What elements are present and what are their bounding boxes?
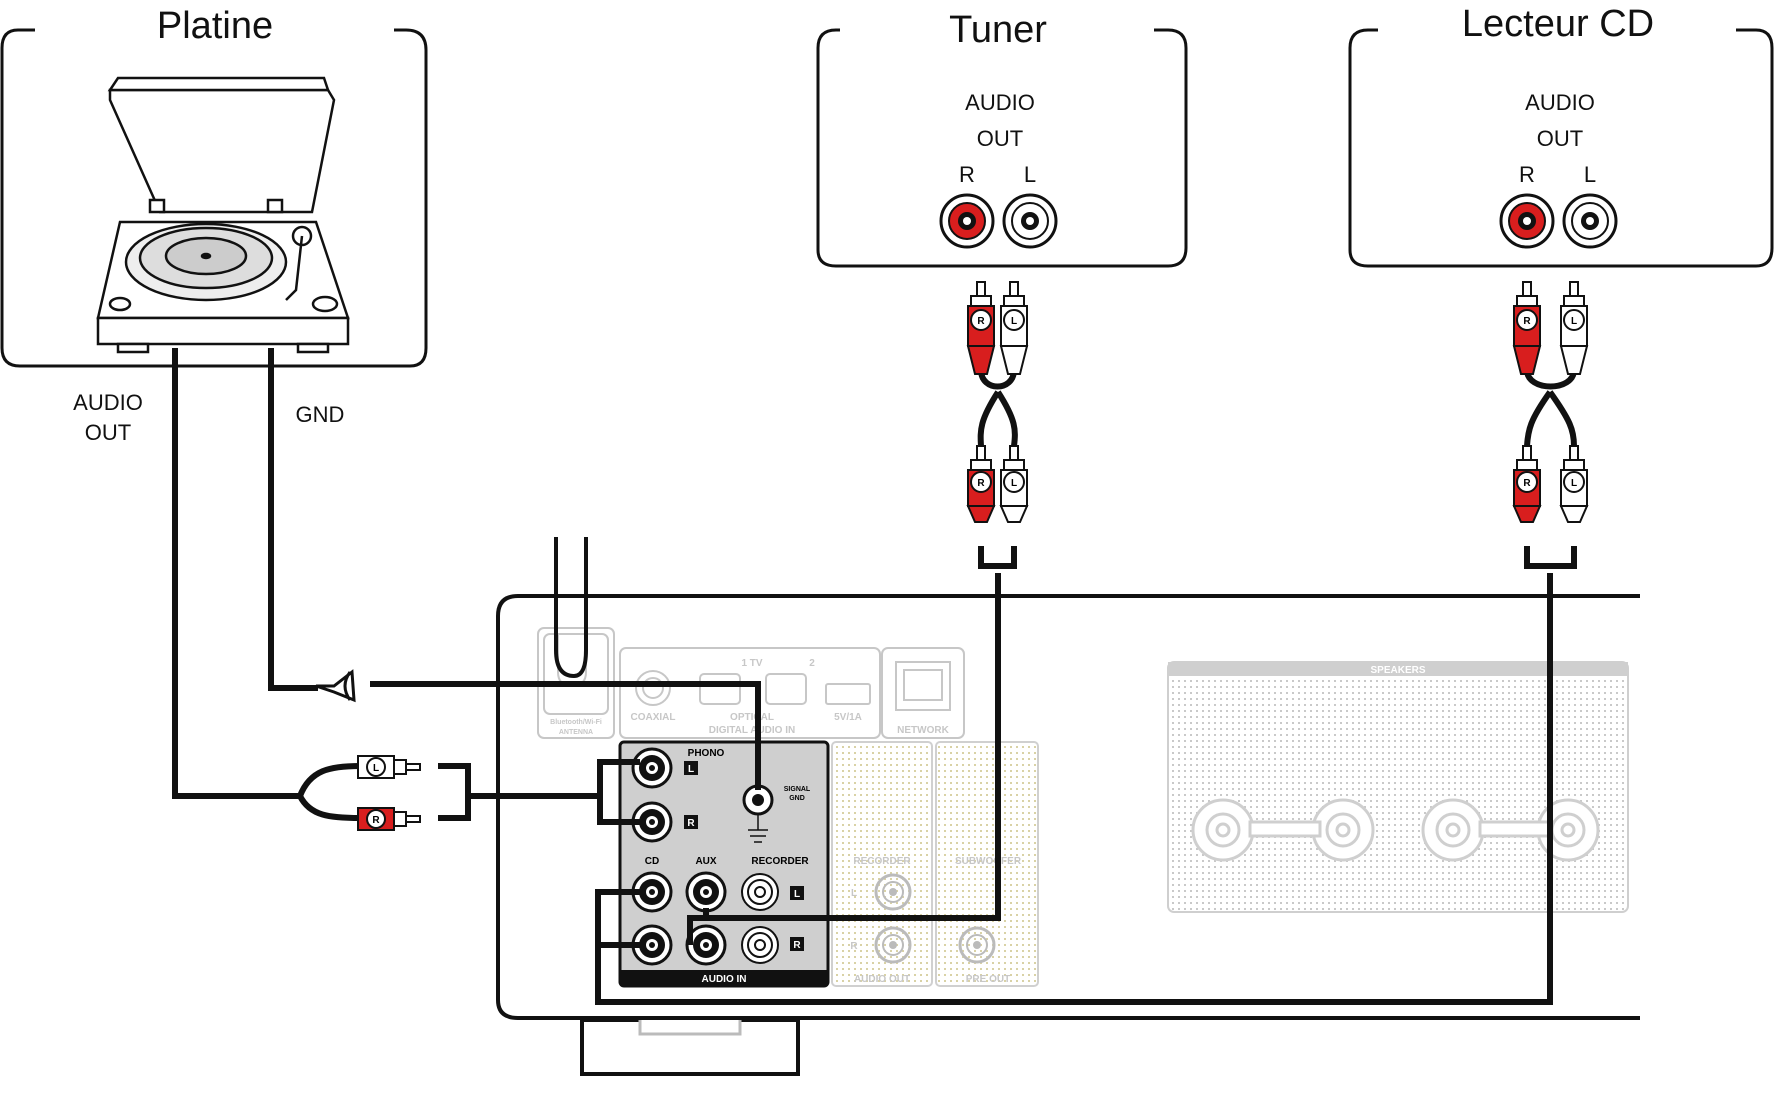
gnd-fork-connector (315, 669, 356, 703)
tuner-l-label: L (1024, 162, 1036, 187)
tuner-top-l-letter: L (1011, 316, 1017, 327)
recorder-l-badge-letter: L (794, 889, 800, 900)
antenna-label-1: Bluetooth/Wi-Fi (550, 719, 602, 726)
cd-top-r-letter: R (1523, 316, 1531, 327)
cd-top-r-plug: R (1513, 281, 1541, 375)
cd-l-label: L (1584, 162, 1596, 187)
recorder-l-badge (790, 886, 804, 900)
tuner-r-jack (939, 193, 995, 249)
speakers-section: SPEAKERS (1167, 661, 1629, 913)
turntable-icon (96, 76, 350, 354)
phono-r-badge-letter: R (687, 818, 695, 829)
platine-out-label: OUT (85, 420, 131, 445)
cd-bottom-l-letter: L (1571, 478, 1577, 489)
phono-l-badge (684, 761, 698, 775)
aux-in-label: AUX (695, 856, 716, 867)
tuner-bottom-l-plug: L (1000, 445, 1028, 523)
cd-in-label: CD (645, 856, 659, 867)
subwoofer-label: SUBWOOFER (955, 856, 1022, 867)
tuner-bottom-r-plug: R (967, 445, 995, 523)
cd-title: Lecteur CD (1462, 3, 1654, 45)
cd-out-label: OUT (1537, 126, 1583, 151)
tuner-bottom-l-letter: L (1011, 478, 1017, 489)
audio-out-label: AUDIO OUT (854, 974, 910, 985)
phono-label: PHONO (688, 748, 725, 759)
optical-1-label: 1 TV (741, 658, 762, 669)
cd-bottom-r-letter: R (1523, 478, 1531, 489)
phono-r-badge (684, 815, 698, 829)
tuner-r-label: R (959, 162, 975, 187)
recorder-out-l-label: L (851, 888, 857, 899)
recorder-out-r-label: R (850, 941, 858, 952)
recorder-r-badge-letter: R (793, 940, 801, 951)
phono-plug-l: L (357, 755, 421, 779)
tuner-top-r-plug: R (967, 281, 995, 375)
cd-bottom-l-plug: L (1560, 445, 1588, 523)
network-label: NETWORK (897, 725, 949, 736)
recorder-out-label: RECORDER (853, 856, 911, 867)
coaxial-label: COAXIAL (631, 712, 676, 723)
cd-top-l-plug: L (1560, 281, 1588, 375)
tuner-bottom-r-letter: R (977, 478, 985, 489)
receiver-back-panel: Bluetooth/Wi-Fi ANTENNA COAXIAL OPTICAL … (496, 537, 1640, 1076)
tuner-cable (977, 369, 1018, 569)
antenna-section: Bluetooth/Wi-Fi ANTENNA (537, 537, 615, 739)
cd-cable (1524, 369, 1577, 569)
tuner-out-label: OUT (977, 126, 1023, 151)
pre-out-label: PRE OUT (966, 974, 1010, 985)
optical-label: OPTICAL (730, 712, 774, 723)
signal-gnd-label-1: SIGNAL (784, 786, 811, 793)
cables (172, 348, 1553, 1005)
recorder-in-label: RECORDER (751, 856, 809, 867)
platine-box: Platine AUDIO OUT GND (0, 5, 428, 445)
optical-2-label: 2 (809, 658, 815, 669)
antenna-label-2: ANTENNA (559, 729, 593, 736)
tuner-title: Tuner (949, 9, 1047, 51)
cd-r-jack (1499, 193, 1555, 249)
tuner-l-jack (1002, 193, 1058, 249)
audio-in-label: AUDIO IN (702, 974, 747, 985)
digital-audio-in-label: DIGITAL AUDIO IN (709, 725, 795, 736)
platine-title: Platine (157, 5, 273, 47)
digital-audio-in-section (619, 647, 881, 739)
platine-gnd-label: GND (296, 402, 345, 427)
phono-plug-r: R (357, 807, 421, 831)
tuner-top-l-plug: L (1000, 281, 1028, 375)
signal-gnd-label-2: GND (789, 795, 805, 802)
usb-label: 5V/1A (834, 712, 862, 723)
phono-plug-l-letter: L (373, 763, 379, 774)
tuner-audio-label: AUDIO (965, 90, 1035, 115)
tuner-box: Tuner AUDIO OUT R L (816, 9, 1188, 268)
recorder-out-panel (831, 741, 933, 987)
platine-audio-label: AUDIO (73, 390, 143, 415)
cd-audio-label: AUDIO (1525, 90, 1595, 115)
subwoofer-panel (935, 741, 1039, 987)
network-section: NETWORK (881, 647, 965, 739)
cd-box: Lecteur CD AUDIO OUT R L (1348, 3, 1774, 268)
cd-bottom-r-plug: R (1513, 445, 1541, 523)
phono-plug-r-letter: R (372, 815, 380, 826)
cd-l-jack (1562, 193, 1618, 249)
audio-in-panel: AUDIO IN PHONO SIGNAL GND CD AUX RECORDE… (618, 740, 830, 988)
phono-l-badge-letter: L (688, 764, 694, 775)
cd-top-l-letter: L (1571, 316, 1577, 327)
recorder-r-badge (790, 937, 804, 951)
speakers-label: SPEAKERS (1370, 665, 1425, 676)
tuner-top-r-letter: R (977, 316, 985, 327)
cd-r-label: R (1519, 162, 1535, 187)
